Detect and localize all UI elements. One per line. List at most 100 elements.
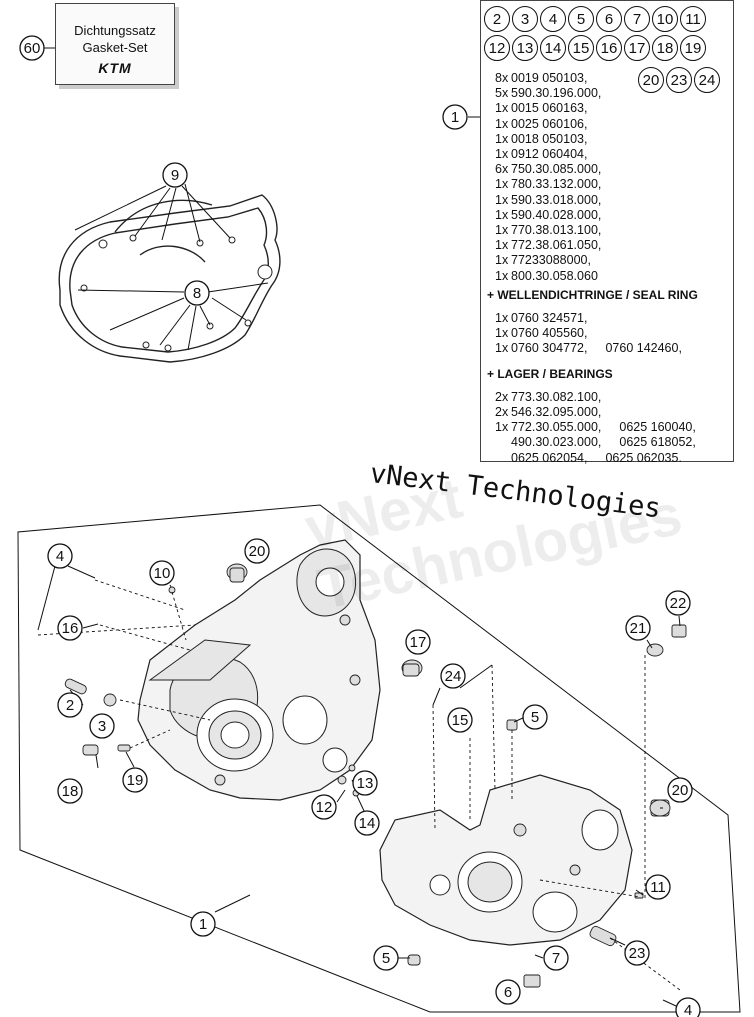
callout-17: 17 (405, 629, 431, 655)
ktm-logo: KTM (98, 60, 132, 76)
clutch-cover-gasket (58, 194, 281, 363)
part-quantity: 1x (495, 253, 509, 268)
callout-4: 4 (47, 543, 73, 569)
svg-text:3: 3 (98, 718, 106, 735)
svg-text:9: 9 (171, 167, 179, 184)
part-quantity: 1x (495, 101, 509, 116)
part-quantity: 1x (495, 177, 509, 192)
part-number: 750.30.085.000, (511, 162, 602, 177)
small-parts (64, 563, 687, 988)
part-quantity: 1x (495, 420, 509, 435)
part-number: 0625 062054, (511, 450, 588, 465)
part-quantity: 2x (495, 389, 509, 404)
kit-callout: 23 (666, 67, 692, 93)
part-number: 0019 050103, (511, 71, 588, 85)
part-quantity: 6x (495, 162, 509, 177)
part-number: 0760 324571, (511, 311, 588, 326)
kit-callout: 18 (652, 35, 678, 61)
part-quantity: 1x (495, 341, 509, 356)
seal-ring-heading: + WELLENDICHTRINGE / SEAL RING (487, 287, 698, 302)
part-number: 0015 060163, (511, 101, 588, 116)
callout-7: 7 (543, 945, 569, 971)
part-number-secondary: 0760 142460, (605, 341, 682, 356)
part-quantity: 1x (495, 268, 509, 283)
part-number: 0025 060106, (511, 116, 588, 131)
svg-text:2: 2 (66, 697, 74, 714)
callout-8: 8 (184, 280, 210, 306)
part-number: 590.30.196.000, (511, 86, 602, 101)
part-quantity: 1x (495, 147, 509, 162)
part-number: 0760 304772, (511, 341, 588, 356)
part-number: 772.38.061.050, (511, 238, 602, 253)
callout-11: 11 (645, 874, 671, 900)
kit-callout: 19 (680, 35, 706, 61)
callout-14: 14 (354, 810, 380, 836)
gasket-set-box: Dichtungssatz Gasket-Set KTM (55, 3, 175, 85)
gasket-set-label-de: Dichtungssatz (74, 23, 156, 38)
svg-text:20: 20 (672, 782, 689, 799)
svg-text:6: 6 (504, 984, 512, 1001)
callout-60: 60 (19, 35, 45, 61)
callout-6: 6 (495, 979, 521, 1005)
part-number: 546.32.095.000, (511, 405, 602, 420)
svg-text:10: 10 (154, 565, 171, 582)
part-number: 772.30.055.000, (511, 420, 602, 435)
kit-callout: 16 (596, 35, 622, 61)
callout-12: 12 (311, 794, 337, 820)
part-quantity: 1x (495, 311, 509, 326)
callout-3: 3 (89, 713, 115, 739)
svg-text:11: 11 (650, 879, 666, 896)
svg-text:12: 12 (316, 799, 333, 816)
bearings-heading: + LAGER / BEARINGS (487, 366, 613, 381)
kit-callout: 14 (540, 35, 566, 61)
part-number: 773.30.082.100, (511, 389, 602, 404)
callout-9: 9 (162, 162, 188, 188)
right-crankcase-half (379, 774, 633, 946)
kit-part-line: 490.30.023.000,0625 618052, (495, 435, 731, 450)
part-quantity: 1x (495, 326, 509, 341)
svg-text:21: 21 (630, 620, 647, 637)
callout-10: 10 (149, 560, 175, 586)
part-number: 780.33.132.000, (511, 177, 602, 192)
part-quantity: 1x (495, 192, 509, 207)
svg-text:1: 1 (451, 109, 459, 126)
callout-1-main: 1 (190, 911, 216, 937)
svg-text:7: 7 (552, 950, 560, 967)
part-number: 590.40.028.000, (511, 207, 602, 222)
callout-21: 21 (625, 615, 651, 641)
kit-callout: 12 (484, 35, 510, 61)
part-quantity: 5x (495, 86, 509, 101)
callout-15: 15 (447, 707, 473, 733)
kit-callout: 17 (624, 35, 650, 61)
kit-callout: 7 (624, 6, 650, 32)
svg-text:20: 20 (249, 543, 266, 560)
kit-callout: 10 (652, 6, 678, 32)
kit-callout: 20 (638, 67, 664, 93)
svg-text:22: 22 (670, 595, 687, 612)
svg-text:5: 5 (531, 709, 539, 726)
svg-text:17: 17 (410, 634, 427, 651)
part-number-secondary: 0625 618052, (619, 435, 696, 450)
callout-23: 23 (624, 940, 650, 966)
kit-callout: 15 (568, 35, 594, 61)
callout-2: 2 (57, 692, 83, 718)
callout-16: 16 (57, 615, 83, 641)
leader-lines (37, 47, 681, 1007)
part-number: 0912 060404, (511, 147, 588, 162)
part-number: 590.33.018.000, (511, 192, 602, 207)
part-number: 0018 050103, (511, 131, 588, 146)
